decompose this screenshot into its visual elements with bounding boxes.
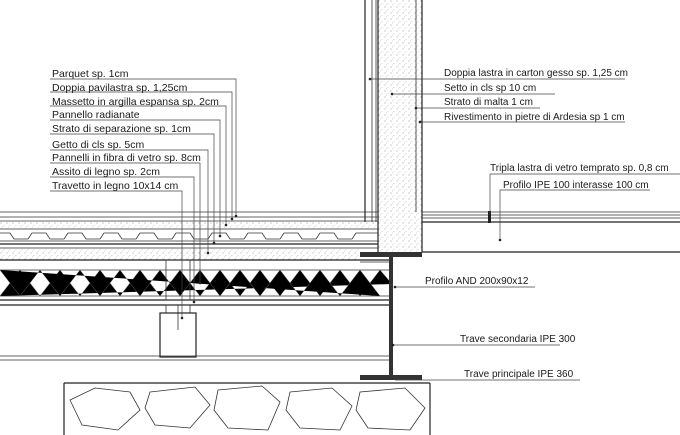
label-vetro-temprato: Tripla lastra di vetro temprato sp. 0,8 … (490, 163, 669, 174)
label-pavilastra: Doppia pavilastra sp. 1,25cm (52, 82, 188, 94)
steel-beams (360, 252, 422, 380)
wooden-joist (159, 259, 197, 358)
glass-floor (422, 211, 680, 253)
label-travetto: Travetto in legno 10x14 cm (52, 180, 179, 192)
right-labels: Doppia lastra in carton gesso sp. 1,25 c… (425, 68, 669, 380)
label-ipe100: Profilo IPE 100 interasse 100 cm (503, 180, 649, 191)
left-labels: Parquet sp. 1cm Doppia pavilastra sp. 1,… (52, 68, 219, 192)
label-assito: Assito di legno sp. 2cm (52, 166, 160, 178)
stone-foundation (63, 382, 431, 435)
label-setto-cls: Setto in cls sp 10 cm (444, 83, 536, 94)
label-strato-separazione: Strato di separazione sp. 1cm (52, 123, 191, 135)
label-getto-cls: Getto di cls sp. 5cm (52, 139, 144, 151)
right-leaders (368, 77, 680, 381)
label-parquet: Parquet sp. 1cm (52, 68, 129, 80)
label-and-profile: Profilo AND 200x90x12 (425, 276, 529, 287)
label-ipe360: Trave principale IPE 360 (464, 369, 574, 380)
concrete-wall (364, 0, 423, 252)
label-massetto: Massetto in argilla espansa sp. 2cm (52, 96, 219, 108)
left-leaders (50, 78, 238, 320)
label-strato-malta: Strato di malta 1 cm (444, 97, 533, 108)
label-ipe300: Trave secondaria IPE 300 (460, 334, 576, 345)
label-fibra-vetro: Pannelli in fibra di vetro sp. 8cm (52, 152, 201, 164)
label-ardesia: Rivestimento in pietre di Ardesia sp 1 c… (444, 112, 625, 123)
label-pannello-radiante: Pannello radianate (52, 109, 140, 121)
label-cartongesso: Doppia lastra in carton gesso sp. 1,25 c… (444, 68, 628, 79)
